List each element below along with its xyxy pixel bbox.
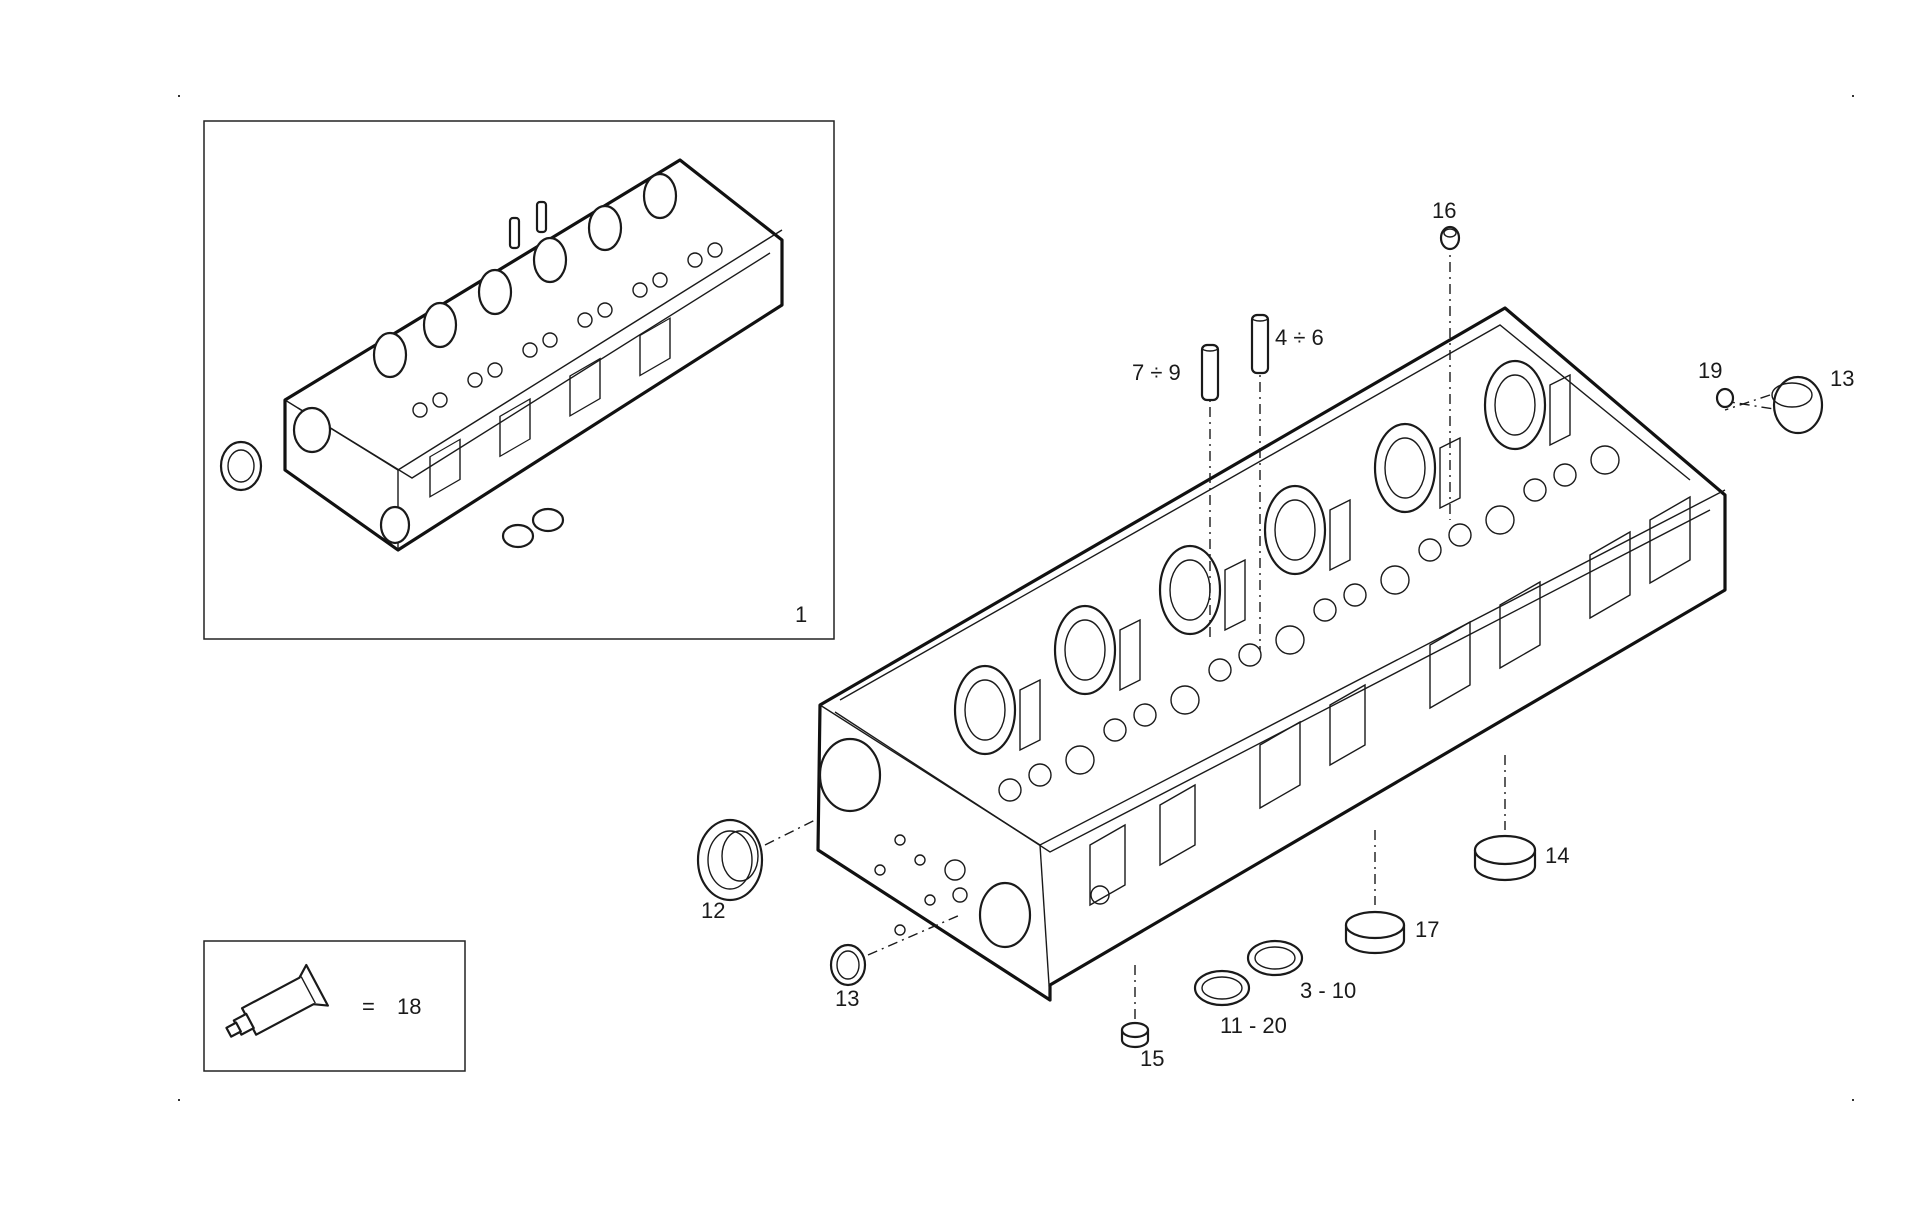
registration-marks	[178, 95, 1854, 1101]
inset-port-seals	[501, 507, 565, 549]
side-face-panels	[1089, 495, 1691, 907]
callout-3-10: 3 - 10	[1300, 978, 1356, 1003]
inset-assembly-panel: 1	[203, 120, 835, 640]
part-cup-plug-13-right	[1771, 375, 1824, 435]
inset-seal-ring	[219, 440, 263, 492]
inset-valve-ports	[412, 242, 723, 418]
part-cup-plug-17	[1344, 910, 1406, 955]
callout-16: 16	[1432, 198, 1456, 223]
callout-13-left: 13	[835, 986, 859, 1011]
inset-cylinder-head	[283, 158, 784, 552]
callout-4-6: 4 ÷ 6	[1275, 325, 1324, 350]
part-dowel-pin-7-9	[1200, 343, 1220, 402]
callout-11-20: 11 - 20	[1220, 1013, 1287, 1038]
cam-tower-blocks	[1019, 373, 1571, 752]
callout-7-9: 7 ÷ 9	[1132, 360, 1181, 385]
sealant-tube-icon	[225, 963, 329, 1038]
part-seal-ring-11-20	[1193, 969, 1251, 1007]
legend-equals-sign: =	[362, 994, 375, 1019]
cylinder-head-main	[816, 306, 1727, 1002]
camshaft-bores	[953, 359, 1547, 756]
callout-15: 15	[1140, 1046, 1164, 1071]
part-dowel-pin-4-6	[1250, 313, 1270, 375]
sealant-legend-panel: = 18	[203, 940, 466, 1072]
callout-labels: 16 4 ÷ 6 7 ÷ 9 19 13 12 13 14 17 3 - 10 …	[701, 198, 1854, 1071]
inset-dowel-pins	[508, 200, 548, 250]
exploded-centre-lines	[764, 240, 1781, 1025]
legend-part-ref: 18	[397, 994, 421, 1019]
inset-cam-bores	[372, 172, 678, 379]
front-end-face	[818, 737, 1110, 949]
valve-ports	[998, 445, 1620, 802]
part-plug-16	[1439, 225, 1461, 251]
part-plug-19	[1715, 387, 1735, 409]
part-plug-15	[1120, 1021, 1150, 1049]
callout-14: 14	[1545, 843, 1569, 868]
part-seal-ring-3-10	[1246, 939, 1304, 977]
inset-side-panels	[429, 317, 671, 498]
part-seal-ring-12	[696, 818, 764, 902]
callout-12: 12	[701, 898, 725, 923]
callout-13-right: 13	[1830, 366, 1854, 391]
part-cup-plug-14	[1473, 834, 1537, 882]
part-ring-13-left	[829, 943, 867, 987]
callout-17: 17	[1415, 917, 1439, 942]
callout-19: 19	[1698, 358, 1722, 383]
inset-assembly-ref: 1	[795, 602, 807, 627]
